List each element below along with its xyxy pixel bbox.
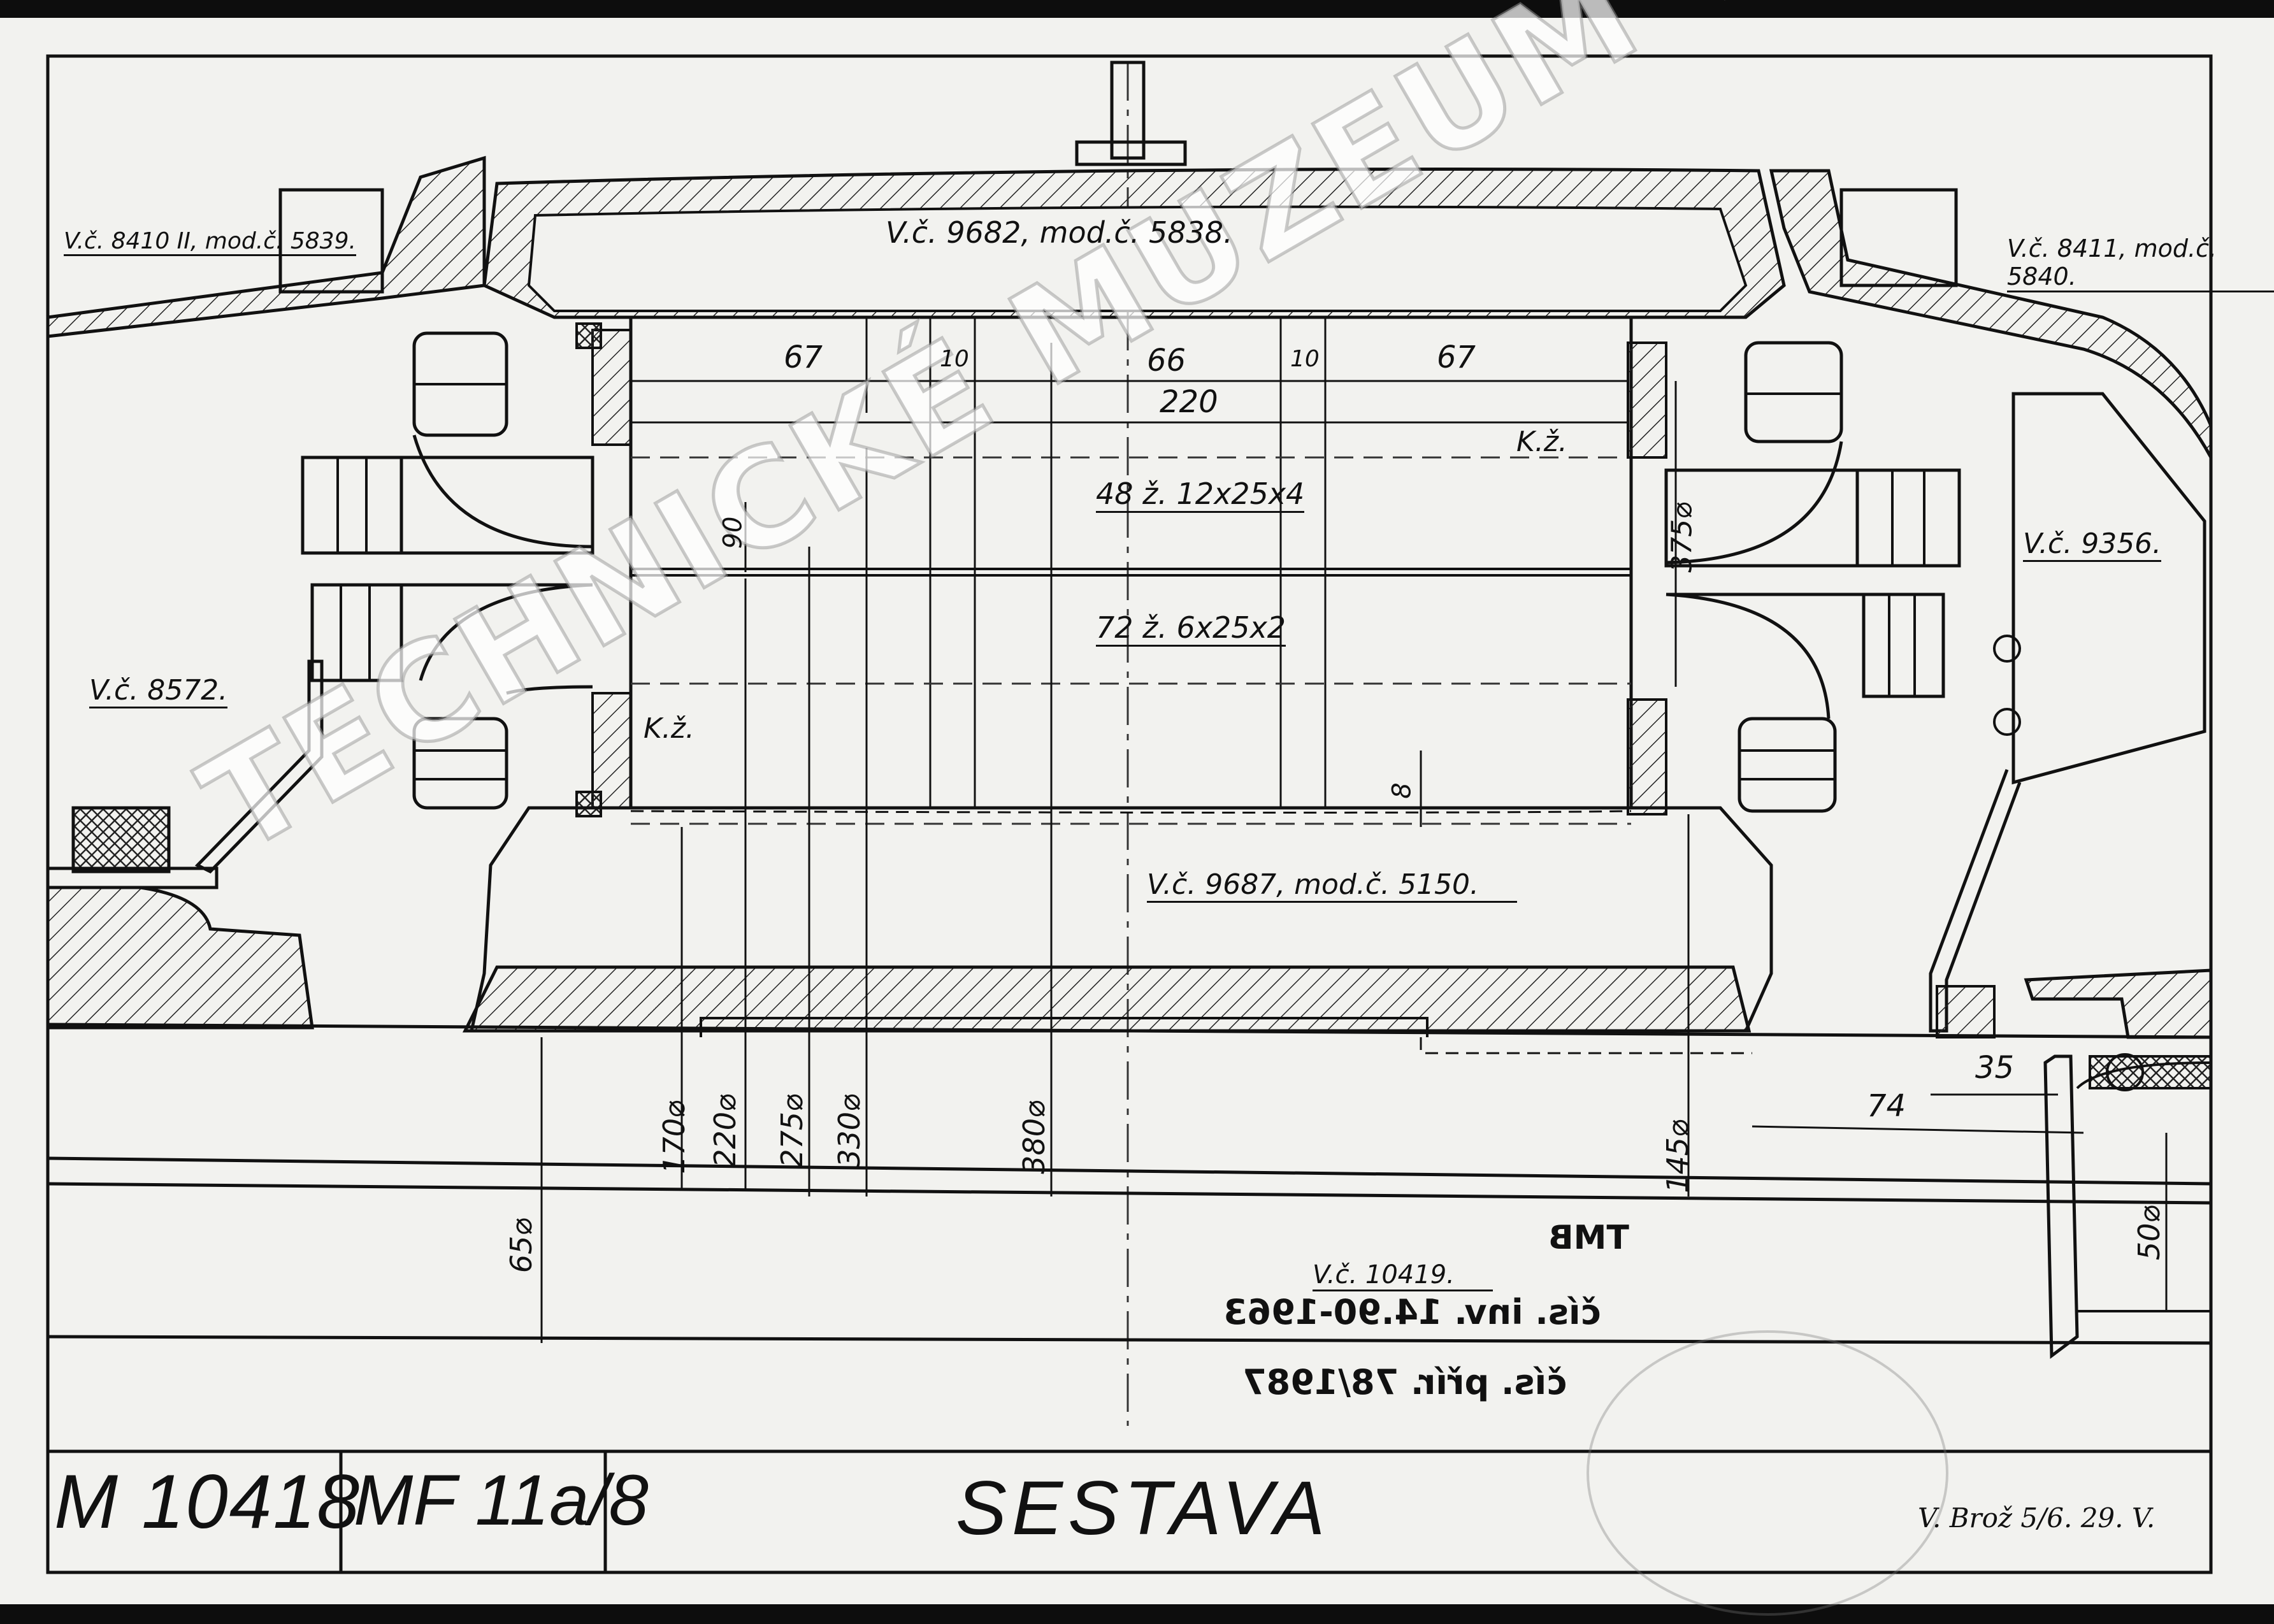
right-support-plate [2011, 392, 2206, 785]
ref-top-right: V.č. 8411, mod.č. 5840. [2007, 234, 2274, 292]
lower-winding-label: 72 ž. 6x25x2 [1096, 610, 1286, 647]
key-upper [575, 322, 602, 349]
dim-67-left: 67 [784, 340, 823, 375]
ref-shaft: V.č. 10419. [1313, 1260, 1493, 1291]
signature: V. Brož 5/6. 29. V. [1918, 1502, 2155, 1534]
dim-170: 170⌀ [656, 1100, 691, 1174]
ref-right-mid: V.č. 9356. [2023, 528, 2162, 562]
end-shield-cavity [527, 205, 1748, 312]
stamp-inventory: čís. inv. 14.90-1963 [1223, 1292, 1601, 1332]
dim-10-left: 10 [940, 346, 969, 372]
dimension-lines [540, 317, 2168, 1343]
stamp-circle [1587, 1330, 1948, 1616]
right-upper-bracket [1769, 169, 2213, 459]
dim-66: 66 [1147, 343, 1186, 378]
shaft-line-1 [47, 1156, 2212, 1186]
rivet-1 [1993, 635, 2021, 663]
dim-10-right: 10 [1290, 346, 1320, 372]
shaft-line-2 [47, 1182, 2212, 1205]
dim-145: 145⌀ [1660, 1119, 1695, 1193]
pressure-plate-ll [591, 692, 632, 809]
drawing-title: SESTAVA [956, 1465, 1330, 1551]
top-stem-base [1075, 140, 1187, 166]
upper-winding-label: 48 ž. 12x25x4 [1096, 477, 1305, 513]
left-upper-bolt [278, 188, 384, 294]
dim-65: 65⌀ [504, 1218, 539, 1274]
pressure-plate-ur [1627, 341, 1667, 459]
right-bearing-cap-1 [1936, 985, 1996, 1038]
dim-50: 50⌀ [2132, 1205, 2167, 1261]
ref-center-lower: V.č. 9687, mod.č. 5150. [1147, 868, 1517, 903]
dim-330: 330⌀ [831, 1094, 867, 1168]
technical-drawing [46, 54, 2213, 1574]
dim-74: 74 [1867, 1088, 1906, 1124]
ref-top-center: V.č. 9682, mod.č. 5838. [886, 215, 1233, 250]
right-upper-bolt [1839, 188, 1958, 287]
dim-375: 375⌀ [1666, 502, 1699, 573]
dim-220: 220 [1160, 384, 1218, 420]
dim-35: 35 [1975, 1050, 2015, 1086]
kz-label-lower: K.ž. [644, 712, 694, 745]
ref-top-left: V.č. 8410 II, mod.č. 5839. [64, 228, 356, 256]
kz-label-upper: K.ž. [1516, 426, 1567, 458]
class-code: MF 11a/8 [354, 1460, 649, 1540]
right-coil-ends [1664, 341, 1961, 813]
dim-380: 380⌀ [1016, 1100, 1051, 1174]
shaft-fillet-1 [2076, 1061, 2212, 1089]
dim-275: 275⌀ [774, 1094, 809, 1168]
border-frame [46, 54, 2213, 1574]
rotor-hub-base [462, 965, 1752, 1033]
dim-220-dia: 220⌀ [707, 1094, 742, 1168]
left-bearing-hub [46, 886, 314, 1030]
rotor-hidden-key [1420, 1037, 1752, 1054]
air-gap-line [630, 810, 1632, 814]
shaft-shoulder [2043, 1054, 2079, 1359]
stamp-org: TMB [1548, 1219, 1629, 1257]
shaft-top [47, 1023, 2212, 1039]
pressure-plate-lr [1627, 698, 1667, 816]
left-support-block [71, 806, 171, 873]
key-lower [575, 791, 602, 817]
rivet-2 [1993, 708, 2021, 736]
left-support-leg [194, 659, 324, 874]
drawing-number: M 10418 [54, 1459, 361, 1544]
left-coil-ends [301, 331, 594, 810]
dim-67-right: 67 [1437, 340, 1476, 375]
dim-90: 90 [718, 516, 748, 549]
top-stem [1110, 61, 1146, 160]
stamp-accession: čís. přír. 78/1987 [1242, 1362, 1567, 1402]
right-bearing-housing [2024, 968, 2213, 1039]
ref-left-mid: V.č. 8572. [89, 674, 228, 708]
dim-8: 8 [1387, 782, 1417, 799]
shaft-bottom [47, 1335, 2212, 1345]
